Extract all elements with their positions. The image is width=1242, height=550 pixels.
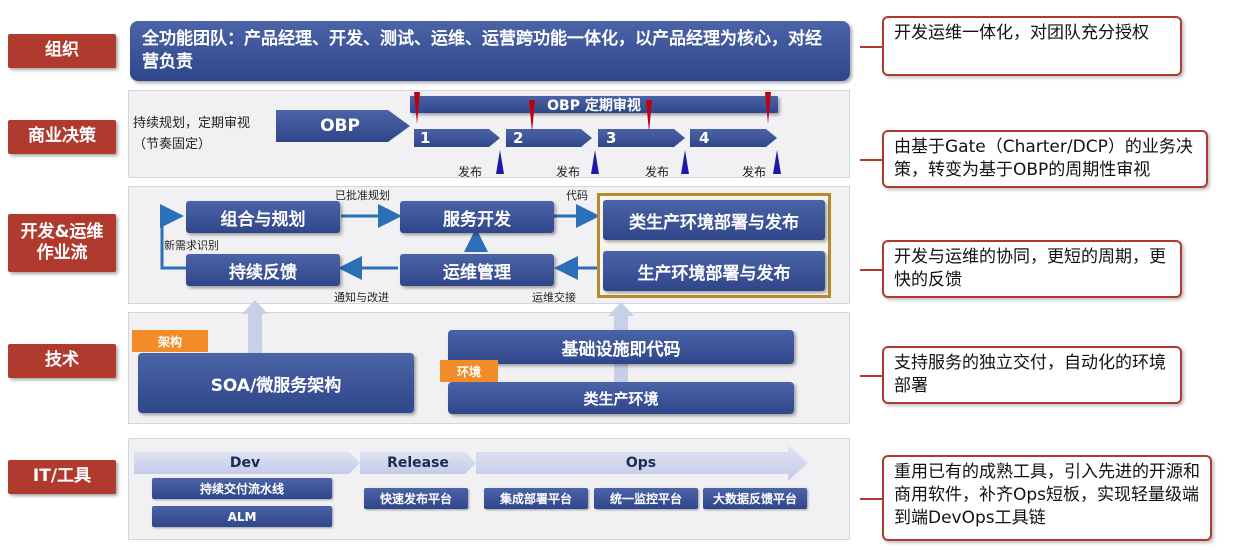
flow-arrows (160, 204, 600, 280)
callout-biz: 由基于Gate（Charter/DCP）的业务决策，转变为基于OBP的周期性审视 (860, 130, 1208, 188)
phase-dev: Dev (229, 455, 261, 471)
release-marker (496, 150, 504, 174)
stage-label-1: 1 (420, 129, 431, 147)
row-label-biz: 商业决策 (8, 120, 116, 154)
row-label-org: 组织 (8, 34, 116, 68)
org-banner: 全功能团队：产品经理、开发、测试、运维、运营跨功能一体化，以产品经理为核心，对经… (130, 21, 850, 81)
tool-integration: 集成部署平台 (484, 488, 588, 509)
callout-flow: 开发与运维的协同，更短的周期，更快的反馈 (860, 240, 1182, 298)
release-marker (681, 150, 689, 174)
review-marker (646, 100, 652, 132)
label-new-req: 新需求识别 (164, 239, 219, 252)
tool-cd-pipeline: 持续交付流水线 (152, 478, 332, 499)
phase-ops: Ops (625, 455, 657, 471)
portfolio-planning-box: 组合与规划 (186, 201, 340, 233)
soa-microservice-box: SOA/微服务架构 (138, 353, 414, 413)
stage-flow (414, 92, 781, 174)
obp-review-bar: OBP 定期审视 (410, 96, 778, 114)
row-label-tools: IT/工具 (8, 460, 116, 494)
plan-text: 持续规划，定期审视（节奏固定） (133, 116, 251, 152)
preprod-deploy-box: 类生产环境部署与发布 (603, 200, 825, 240)
preprod-env-box: 类生产环境 (448, 382, 794, 414)
tool-monitoring: 统一监控平台 (594, 488, 698, 509)
tool-fast-release: 快速发布平台 (364, 488, 468, 509)
stage-arrow-3 (598, 129, 685, 147)
release-marker (591, 150, 599, 174)
callout-tools: 重用已有的成熟工具，引入先进的开源和商用软件，补齐Ops短板，实现轻量级端到端D… (860, 455, 1212, 541)
callout-tech: 支持服务的独立交付，自动化的环境部署 (860, 346, 1182, 404)
label-ops-handover: 运维交接 (532, 291, 576, 304)
callout-org: 开发运维一体化，对团队充分授权 (860, 16, 1182, 76)
row-label-flow: 开发&运维作业流 (8, 214, 116, 272)
label-notify-improve: 通知与改进 (334, 291, 389, 304)
obp-arrow (276, 110, 410, 142)
stage-label-4: 4 (699, 129, 710, 147)
row-label-tech: 技术 (8, 344, 116, 378)
continuous-feedback-box: 持续反馈 (186, 254, 340, 286)
service-dev-box: 服务开发 (400, 201, 554, 233)
stage-arrow-1 (414, 129, 500, 147)
iac-box: 基础设施即代码 (448, 330, 794, 364)
obp-label: OBP (320, 116, 360, 136)
release-marker (773, 150, 781, 174)
tool-bigdata: 大数据反馈平台 (703, 488, 807, 509)
ops-management-box: 运维管理 (400, 254, 554, 286)
label-approved-plan: 已批准规划 (335, 189, 390, 202)
review-marker (414, 92, 420, 124)
up-arrow-soa (242, 300, 268, 354)
release-label-4: 发布 (742, 165, 767, 179)
review-marker (529, 100, 535, 132)
release-label-3: 发布 (645, 165, 670, 179)
stage-label-3: 3 (606, 129, 617, 147)
release-label-2: 发布 (556, 165, 581, 179)
phase-release: Release (387, 455, 449, 471)
stage-arrow-4 (690, 129, 777, 147)
stage-label-2: 2 (513, 129, 524, 147)
phase-arrows (134, 445, 808, 481)
prod-deploy-box: 生产环境部署与发布 (603, 251, 825, 291)
arch-tag: 架构 (132, 330, 208, 352)
stage-arrow-2 (506, 129, 592, 147)
tool-alm: ALM (152, 506, 332, 527)
label-code: 代码 (566, 189, 588, 202)
review-marker (765, 92, 771, 124)
env-tag: 环境 (440, 360, 498, 382)
release-label-1: 发布 (458, 165, 483, 179)
